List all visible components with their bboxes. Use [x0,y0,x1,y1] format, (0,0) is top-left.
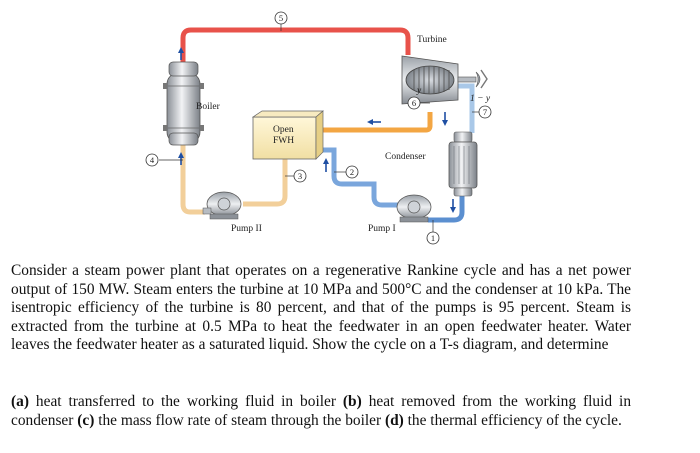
state-1-marker [426,231,440,245]
part-b-tag: (b) [342,393,362,410]
state-2-marker [345,165,359,179]
turbine [401,55,488,105]
boiler-label: Boiler [196,102,221,112]
pipe-state-6 [322,112,433,133]
arrow-left-icon [367,119,381,125]
pump-1-label: Pump I [368,224,396,234]
part-a-tag: (a) [11,393,29,410]
arrow-up-icon [178,47,184,60]
state-5-label: 5 [279,13,283,23]
part-d-tag: (d) [384,411,404,429]
pipe-state-1 [428,192,465,223]
pipe-state-5 [180,27,411,62]
open-fwh-label-line1: Open [273,125,294,135]
part-b-text: heat removed from the working fluid in c… [11,393,632,429]
part-c-tag: (c) [77,411,95,429]
state-5-marker [274,11,288,25]
pump-1 [396,194,432,223]
part-a-text: heat transferred to the working fluid in… [28,393,343,410]
fraction-1-minus-y-label: 1 − y [470,94,491,104]
state-4-marker [145,153,159,167]
open-fwh [251,110,324,160]
problem-parts: (a) heat transferred to the working flui… [11,393,631,430]
arrow-down-icon [450,199,456,213]
turbine-label: Turbine [417,35,447,45]
state-2-label: 2 [350,167,354,177]
regenerative-rankine-cycle-diagram: Boiler Turbine Open FWH [145,11,492,245]
flow-arrows [178,47,456,213]
pipe-state-4 [180,140,205,215]
condenser [448,131,478,197]
pipe-state-7 [458,83,475,133]
arrow-down-icon [442,112,448,126]
state-4-label: 4 [150,155,155,165]
condenser-label: Condenser [385,152,426,162]
state-7-marker [478,105,492,119]
part-d-text: the thermal efficiency of the cycle. [403,411,622,429]
arrow-up-icon [323,158,329,172]
pump-2 [202,191,242,220]
state-3-label: 3 [298,171,302,181]
state-1-label: 1 [431,233,435,243]
pipe-state-3 [243,158,288,207]
open-fwh-label-line2: FWH [273,136,294,146]
fraction-y-label: y [416,86,422,96]
problem-text: Consider a steam power plant that operat… [11,262,631,354]
pipe-state-2 [322,147,400,208]
state-6-label: 6 [412,98,416,108]
state-6-marker [407,96,421,110]
part-c-text: the mass flow rate of steam through the … [94,411,385,429]
boiler [163,61,204,146]
state-3-marker [293,169,307,183]
problem-statement: Consider a steam power plant that operat… [11,262,631,355]
arrow-up-icon [178,152,184,165]
pump-2-label: Pump II [231,224,262,234]
state-7-number: 7 [483,107,487,117]
